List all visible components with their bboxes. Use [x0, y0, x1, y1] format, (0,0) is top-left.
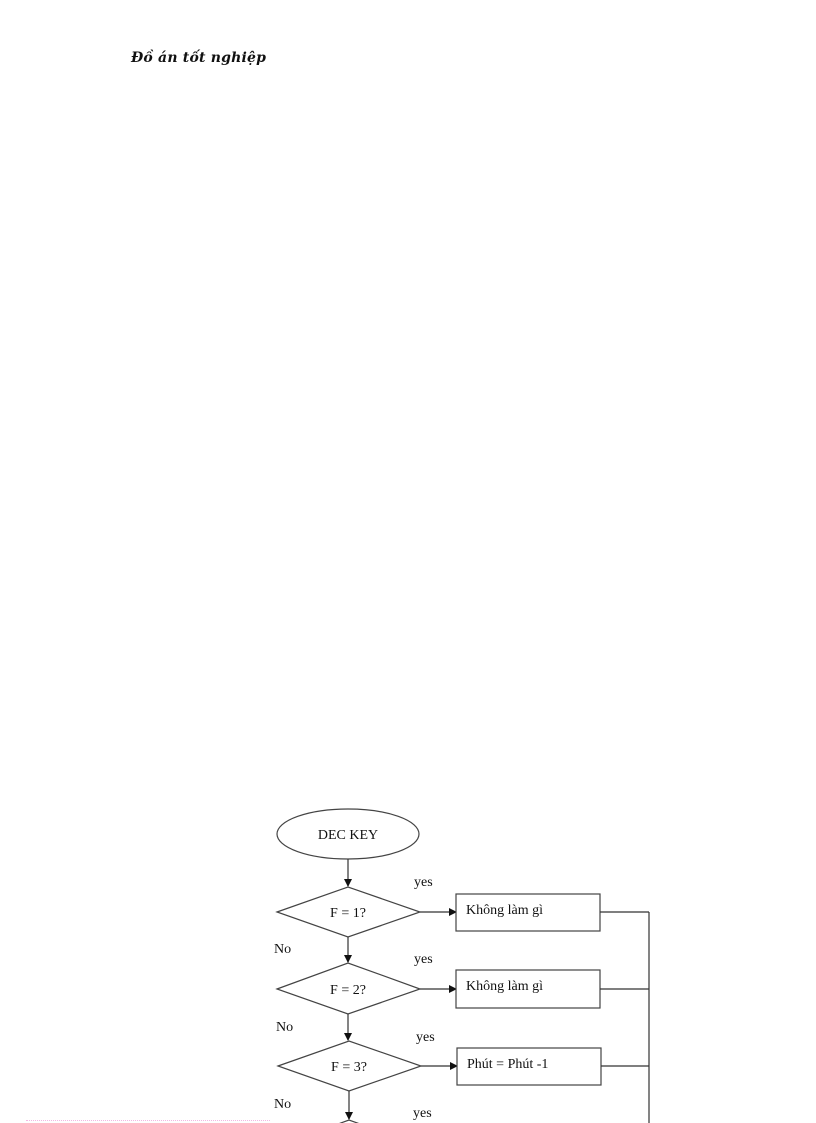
- action-label: Không làm gì: [466, 979, 543, 994]
- decision-f1: F = 1?: [275, 886, 422, 938]
- action-box-2: Không làm gì: [455, 969, 601, 1009]
- yes-label: yes: [414, 952, 433, 967]
- yes-label: yes: [413, 1106, 432, 1121]
- start-terminal: DEC KEY: [276, 808, 420, 860]
- action-box-1: Không làm gì: [455, 893, 601, 932]
- start-label: DEC KEY: [318, 828, 378, 843]
- decision-f3: F = 3?: [276, 1040, 423, 1092]
- action-box-3: Phút = Phút -1: [456, 1047, 602, 1086]
- no-label: No: [274, 1097, 291, 1112]
- decision-label: F = 3?: [331, 1060, 367, 1075]
- yes-label: yes: [414, 875, 433, 890]
- no-label: No: [276, 1020, 293, 1035]
- decision-f2: F = 2?: [275, 962, 422, 1015]
- document-header: Đồ án tốt nghiệp: [131, 50, 267, 66]
- action-label: Phút = Phút -1: [467, 1057, 548, 1072]
- decision-f4-partial: [339, 1119, 360, 1123]
- no-label: No: [274, 942, 291, 957]
- decision-label: F = 1?: [330, 906, 366, 921]
- page-footer-divider: [26, 1120, 270, 1121]
- yes-label: yes: [416, 1030, 435, 1045]
- decision-label: F = 2?: [330, 983, 366, 998]
- action-label: Không làm gì: [466, 903, 543, 918]
